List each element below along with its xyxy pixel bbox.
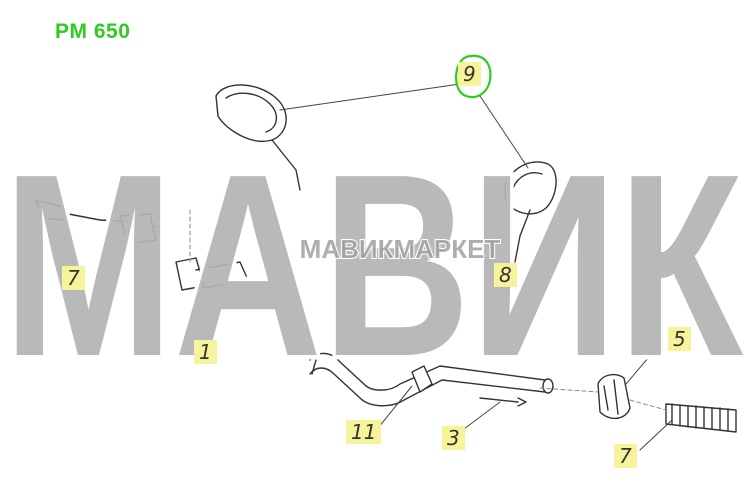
highlight-circle (455, 54, 492, 99)
watermark-text: МАВИК (3, 121, 746, 411)
callout-5: 5 (668, 327, 691, 351)
callout-11: 11 (346, 420, 382, 444)
leader-lines (279, 83, 673, 451)
left-mirror (215, 84, 301, 191)
right-mirror (504, 161, 557, 263)
grip (665, 403, 737, 433)
callout-7-left: 7 (62, 266, 85, 290)
callout-8: 8 (494, 263, 517, 287)
callout-1: 1 (194, 340, 217, 364)
callout-3: 3 (442, 426, 465, 450)
assembly-dashes (189, 209, 667, 411)
model-title: PM 650 (55, 20, 131, 43)
watermark-small-text: МАВИКМАРКЕТ (300, 234, 501, 264)
callout-9: 9 (458, 62, 481, 86)
left-lever-assembly (35, 199, 249, 291)
handlebar (309, 352, 554, 407)
callout-7: 7 (614, 444, 637, 468)
throttle-cable (479, 397, 527, 407)
throttle-housing (597, 373, 631, 419)
